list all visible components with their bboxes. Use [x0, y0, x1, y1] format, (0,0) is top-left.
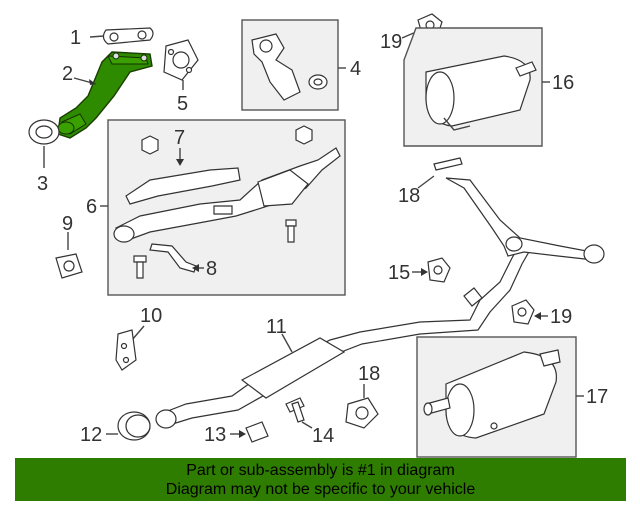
callout-4: 4	[350, 58, 361, 80]
part-18-gasket[interactable]	[345, 397, 379, 429]
callout-8: 8	[206, 258, 217, 280]
banner-line-1: Part or sub-assembly is #1 in diagram	[186, 462, 455, 479]
part-8-bracket[interactable]	[149, 243, 197, 273]
callout-13: 13	[204, 424, 226, 446]
callout-7: 7	[174, 127, 185, 149]
part-19-bushing-right[interactable]	[511, 299, 535, 325]
callout-17: 17	[586, 386, 608, 408]
part-13-stud[interactable]	[245, 421, 269, 443]
banner-line-2: Diagram may not be specific to your vehi…	[165, 481, 476, 498]
part-16-rear-muffler[interactable]	[425, 55, 537, 131]
part-17-muffler[interactable]	[423, 349, 561, 439]
callout-14: 14	[312, 425, 334, 447]
part-3-ring-gasket[interactable]	[28, 119, 60, 145]
callout-12: 12	[80, 424, 102, 446]
part-4-catalytic-converter[interactable]	[251, 33, 328, 101]
part-2-gasket[interactable]	[102, 27, 154, 45]
part-14-bolt[interactable]	[285, 397, 305, 423]
part-10-bracket[interactable]	[115, 329, 137, 371]
rear-y-pipe[interactable]	[445, 177, 605, 264]
info-banner: Part or sub-assembly is #1 in diagram Di…	[15, 458, 626, 501]
part-18-gasket-strip[interactable]	[433, 157, 463, 171]
callout-9: 9	[62, 213, 73, 235]
callout-5: 5	[177, 93, 188, 115]
part-6-nut-top-left[interactable]	[141, 135, 159, 155]
exhaust-parts-diagram: 1 2 3 5 4 19	[28, 13, 608, 458]
callout-18-top: 18	[398, 185, 420, 207]
callout-11: 11	[266, 316, 287, 338]
part-12-clamp[interactable]	[117, 411, 151, 441]
part-9-gasket[interactable]	[55, 253, 83, 279]
callout-1: 2	[62, 63, 73, 85]
part-11-front-pipe[interactable]	[155, 243, 531, 429]
callout-10: 10	[140, 305, 162, 327]
part-15-bushing[interactable]	[427, 257, 451, 283]
part-6-bolt-left[interactable]	[133, 255, 147, 279]
callout-16: 16	[552, 72, 574, 94]
part-6-bolt-right[interactable]	[285, 219, 297, 243]
callout-19-top: 19	[380, 31, 402, 53]
part-1-exhaust-manifold[interactable]	[57, 51, 153, 139]
part-5-flange-gasket[interactable]	[163, 39, 199, 81]
part-6-nut-top-right[interactable]	[295, 125, 313, 145]
callout-3: 3	[37, 173, 48, 195]
callout-19-right: 19	[550, 306, 572, 328]
callout-15: 15	[388, 262, 410, 284]
callout-18-bottom: 18	[358, 363, 380, 385]
callout-2: 1	[70, 27, 81, 49]
part-6-center-pipe[interactable]	[113, 147, 341, 243]
callout-6: 6	[86, 196, 97, 218]
